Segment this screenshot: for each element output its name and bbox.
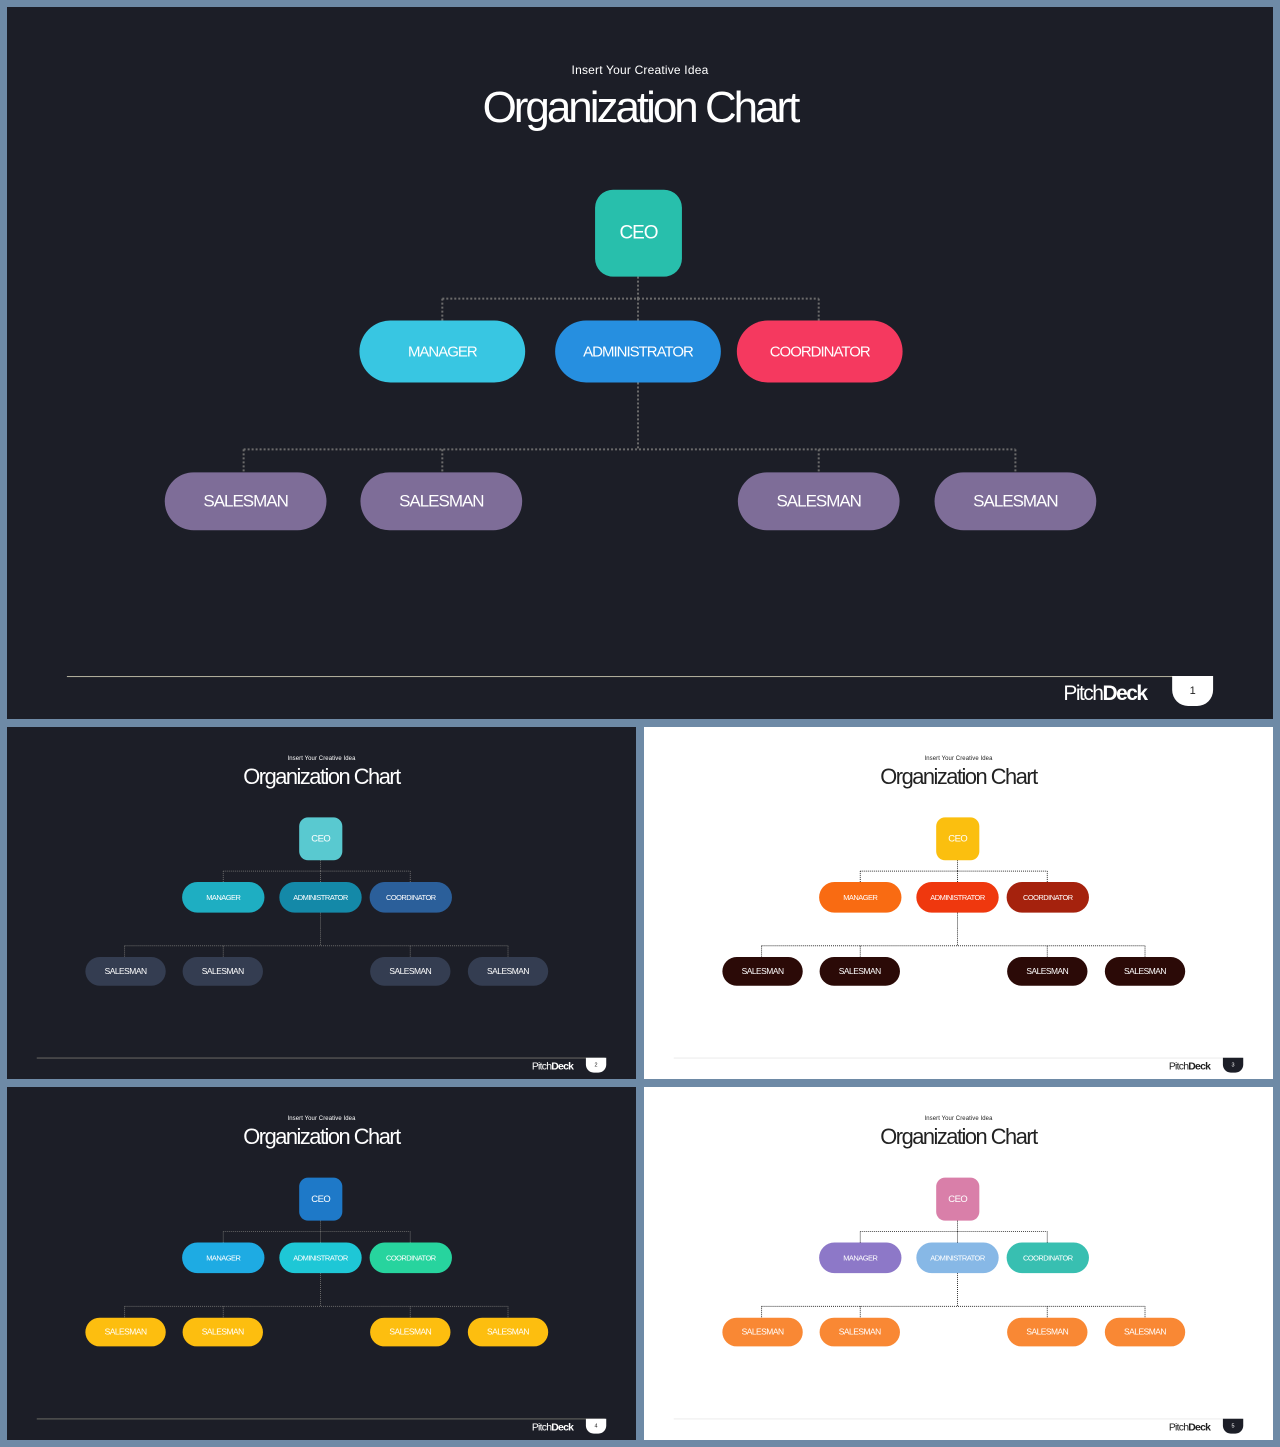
slide-3[interactable]: Insert Your Creative Idea Organization C… xyxy=(644,727,1273,1079)
brand-logo-part1: Pitch xyxy=(1168,1421,1189,1434)
slide-stage: Insert Your Creative Idea Organization C… xyxy=(7,7,1273,719)
footer-divider xyxy=(66,676,1211,678)
slide-title: Organization Chart xyxy=(482,82,801,132)
salesman-node[interactable]: SALESMAN xyxy=(722,957,803,986)
page-number-tab: 5 xyxy=(1222,1418,1244,1434)
salesman-node[interactable]: SALESMAN xyxy=(1007,957,1088,986)
salesman-node[interactable]: SALESMAN xyxy=(1104,1317,1186,1347)
connector-ceo-to-managers xyxy=(222,860,411,883)
connector-admin-to-salesmen xyxy=(124,912,509,958)
connector-ceo-to-managers xyxy=(859,1220,1048,1243)
slide-1[interactable]: Insert Your Creative Idea Organization C… xyxy=(7,7,1273,719)
brand-logo-part2: Deck xyxy=(551,1421,574,1434)
brand-logo: PitchDeck xyxy=(1168,1421,1211,1434)
brand-logo-part2: Deck xyxy=(1188,1421,1211,1434)
coordinator-node[interactable]: COORDINATOR xyxy=(369,882,452,913)
connector-lines xyxy=(124,1220,509,1318)
salesman-node[interactable]: SALESMAN xyxy=(737,472,900,531)
connector-admin-to-salesmen xyxy=(761,1273,1146,1318)
salesman-node[interactable]: SALESMAN xyxy=(819,957,900,986)
salesman-node[interactable]: SALESMAN xyxy=(934,472,1097,531)
connector-admin-to-salesmen xyxy=(124,1273,509,1318)
salesman-node[interactable]: SALESMAN xyxy=(164,472,327,531)
slide-title: Organization Chart xyxy=(880,764,1038,789)
ceo-node[interactable]: CEO xyxy=(936,817,980,861)
connector-lines xyxy=(761,860,1146,958)
connector-admin-to-salesmen xyxy=(242,382,1017,473)
salesman-node[interactable]: SALESMAN xyxy=(1007,1317,1088,1347)
slide-title: Organization Chart xyxy=(880,1124,1038,1149)
connector-lines xyxy=(124,860,509,958)
connector-lines xyxy=(242,276,1017,473)
manager-node[interactable]: MANAGER xyxy=(182,1242,265,1274)
salesman-node[interactable]: SALESMAN xyxy=(370,957,451,986)
slide-subtitle: Insert Your Creative Idea xyxy=(287,754,356,762)
coordinator-node[interactable]: COORDINATOR xyxy=(1006,1242,1089,1274)
manager-node[interactable]: MANAGER xyxy=(182,882,265,913)
administrator-node[interactable]: ADMINISTRATOR xyxy=(279,882,362,913)
slide-stage: Insert Your Creative Idea Organization C… xyxy=(644,727,1273,1079)
salesman-node[interactable]: SALESMAN xyxy=(819,1317,900,1347)
slide-stage: Insert Your Creative Idea Organization C… xyxy=(7,727,636,1079)
page-number-tab: 1 xyxy=(1172,676,1214,707)
salesman-node[interactable]: SALESMAN xyxy=(370,1317,451,1347)
salesman-node[interactable]: SALESMAN xyxy=(722,1317,803,1347)
administrator-node[interactable]: ADMINISTRATOR xyxy=(916,882,999,913)
connector-ceo-to-managers xyxy=(441,276,820,321)
coordinator-node[interactable]: COORDINATOR xyxy=(736,320,903,383)
brand-logo: PitchDeck xyxy=(1063,682,1148,706)
coordinator-node[interactable]: COORDINATOR xyxy=(369,1242,452,1274)
slide-stage: Insert Your Creative Idea Organization C… xyxy=(644,1087,1273,1440)
slide-title: Organization Chart xyxy=(243,1124,401,1149)
brand-logo: PitchDeck xyxy=(1168,1060,1211,1073)
brand-logo: PitchDeck xyxy=(531,1060,574,1073)
salesman-node[interactable]: SALESMAN xyxy=(360,472,523,531)
ceo-node[interactable]: CEO xyxy=(936,1177,980,1221)
page-number-tab: 2 xyxy=(585,1057,607,1073)
slide-subtitle: Insert Your Creative Idea xyxy=(924,754,993,762)
connector-ceo-to-managers xyxy=(222,1220,411,1243)
slide-title: Organization Chart xyxy=(243,764,401,789)
brand-logo-part2: Deck xyxy=(1188,1060,1211,1073)
salesman-node[interactable]: SALESMAN xyxy=(467,957,549,986)
slide-subtitle: Insert Your Creative Idea xyxy=(287,1114,356,1122)
brand-logo-part1: Pitch xyxy=(531,1421,552,1434)
manager-node[interactable]: MANAGER xyxy=(819,1242,902,1274)
salesman-node[interactable]: SALESMAN xyxy=(1104,957,1186,986)
slide-4[interactable]: Insert Your Creative Idea Organization C… xyxy=(7,1087,636,1440)
page-number-tab: 3 xyxy=(1222,1057,1244,1073)
coordinator-node[interactable]: COORDINATOR xyxy=(1006,882,1089,913)
manager-node[interactable]: MANAGER xyxy=(819,882,902,913)
salesman-node[interactable]: SALESMAN xyxy=(85,957,166,986)
ceo-node[interactable]: CEO xyxy=(299,1177,343,1221)
administrator-node[interactable]: ADMINISTRATOR xyxy=(279,1242,362,1274)
brand-logo: PitchDeck xyxy=(531,1421,574,1434)
slide-subtitle: Insert Your Creative Idea xyxy=(571,62,709,77)
brand-logo-part2: Deck xyxy=(551,1060,574,1073)
slide-2[interactable]: Insert Your Creative Idea Organization C… xyxy=(7,727,636,1079)
salesman-node[interactable]: SALESMAN xyxy=(467,1317,549,1347)
administrator-node[interactable]: ADMINISTRATOR xyxy=(916,1242,999,1274)
salesman-node[interactable]: SALESMAN xyxy=(182,1317,263,1347)
brand-logo-part1: Pitch xyxy=(1168,1060,1189,1073)
brand-logo-part1: Pitch xyxy=(531,1060,552,1073)
ceo-node[interactable]: CEO xyxy=(299,817,343,861)
slide-subtitle: Insert Your Creative Idea xyxy=(924,1114,993,1122)
connector-lines xyxy=(761,1220,1146,1318)
brand-logo-part2: Deck xyxy=(1102,682,1148,706)
administrator-node[interactable]: ADMINISTRATOR xyxy=(555,320,721,383)
salesman-node[interactable]: SALESMAN xyxy=(85,1317,166,1347)
page-number-tab: 4 xyxy=(585,1418,607,1434)
connector-admin-to-salesmen xyxy=(761,912,1146,958)
slide-stage: Insert Your Creative Idea Organization C… xyxy=(7,1087,636,1440)
slide-5[interactable]: Insert Your Creative Idea Organization C… xyxy=(644,1087,1273,1440)
manager-node[interactable]: MANAGER xyxy=(359,320,526,383)
connector-ceo-to-managers xyxy=(859,860,1048,883)
ceo-node[interactable]: CEO xyxy=(595,189,682,277)
salesman-node[interactable]: SALESMAN xyxy=(182,957,263,986)
brand-logo-part1: Pitch xyxy=(1063,682,1104,706)
